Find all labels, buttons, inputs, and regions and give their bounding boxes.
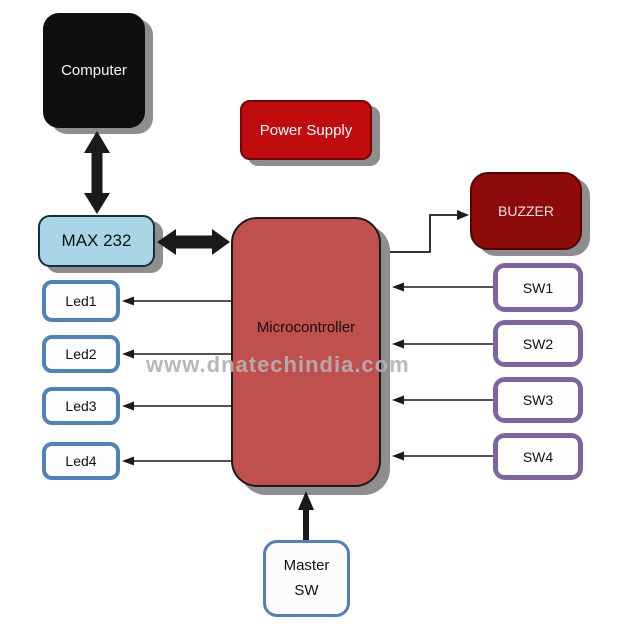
microcontroller-label: Microcontroller bbox=[256, 319, 356, 336]
sw3-label: SW3 bbox=[522, 392, 554, 408]
led2-label: Led2 bbox=[65, 346, 97, 362]
sw1-node: SW1 bbox=[493, 263, 583, 312]
micro-led2-arrowhead bbox=[122, 349, 134, 359]
micro-buzzer-line bbox=[390, 214, 458, 253]
led1-node: Led1 bbox=[42, 280, 120, 322]
micro-led-arrows bbox=[122, 296, 231, 466]
computer-node: Computer bbox=[43, 13, 145, 128]
sw4-label: SW4 bbox=[522, 448, 554, 465]
led4-node: Led4 bbox=[42, 442, 120, 480]
sw4-node: SW4 bbox=[493, 433, 583, 480]
sw2-micro-arrowhead bbox=[392, 339, 404, 349]
sw3-node: SW3 bbox=[493, 377, 583, 423]
max232-label: MAX 232 bbox=[61, 231, 132, 250]
led2-node: Led2 bbox=[42, 335, 120, 373]
sw3-inner-box: SW3 bbox=[497, 381, 579, 419]
sw1-micro-arrowhead bbox=[392, 282, 404, 292]
sw4-inner-box: SW4 bbox=[497, 437, 579, 476]
led1-label: Led1 bbox=[65, 293, 97, 309]
master-sw-micro-arrow bbox=[298, 491, 314, 540]
power-supply-label: Power Supply bbox=[259, 121, 353, 139]
sw2-inner-box: SW2 bbox=[497, 324, 579, 363]
microcontroller-node: Microcontroller bbox=[231, 217, 381, 487]
sw4-micro-arrowhead bbox=[392, 451, 404, 461]
computer-label: Computer bbox=[61, 62, 127, 79]
sw1-label: SW1 bbox=[522, 279, 554, 296]
master-sw-label-line2: SW bbox=[294, 581, 319, 599]
micro-buzzer-arrowhead bbox=[457, 210, 469, 220]
sw1-inner-box: SW1 bbox=[497, 267, 579, 308]
sw3-micro-arrowhead bbox=[392, 395, 404, 405]
max232-micro-double-arrow bbox=[157, 229, 230, 255]
master-sw-node: Master SW bbox=[263, 540, 350, 617]
micro-led1-arrowhead bbox=[122, 296, 134, 306]
led4-label: Led4 bbox=[65, 453, 97, 469]
micro-led3-arrowhead bbox=[122, 401, 134, 411]
max232-node: MAX 232 bbox=[38, 215, 155, 267]
sw2-node: SW2 bbox=[493, 320, 583, 367]
led3-label: Led3 bbox=[65, 398, 97, 414]
led3-node: Led3 bbox=[42, 387, 120, 425]
micro-led4-arrowhead bbox=[122, 456, 134, 466]
computer-max232-double-arrow bbox=[84, 131, 110, 214]
master-sw-label-line1: Master bbox=[283, 556, 330, 574]
power-supply-node: Power Supply bbox=[240, 100, 372, 160]
watermark-text: www.dnatechindia.com bbox=[146, 352, 410, 377]
sw2-label: SW2 bbox=[522, 335, 554, 352]
buzzer-node: BUZZER bbox=[470, 172, 582, 250]
buzzer-label: BUZZER bbox=[498, 203, 554, 219]
